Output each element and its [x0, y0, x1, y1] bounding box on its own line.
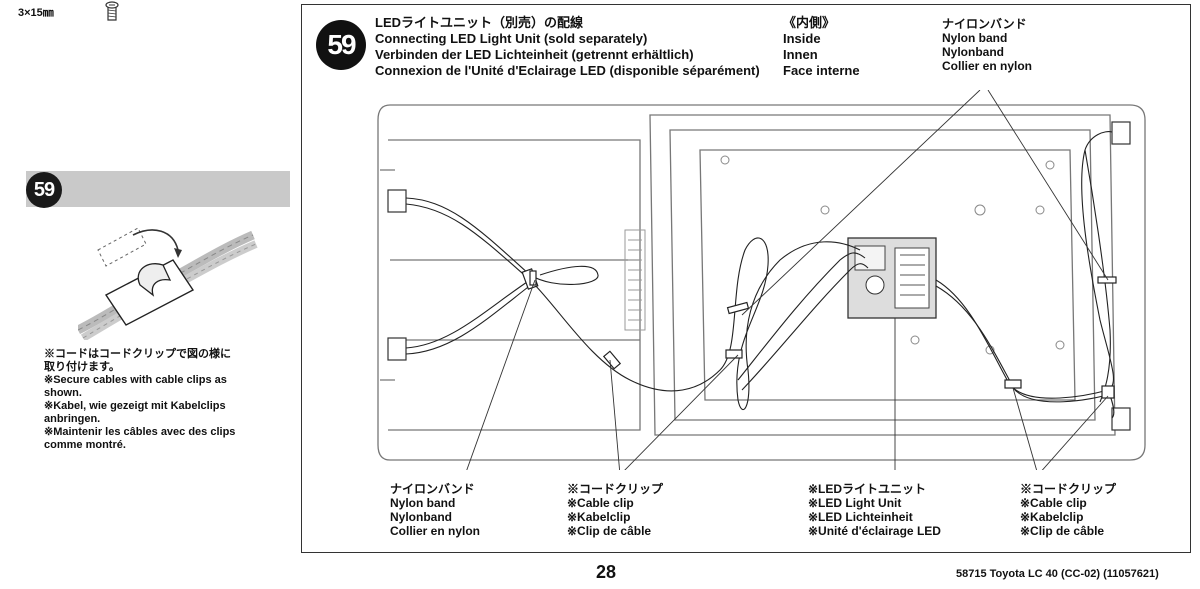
screw-size-label: 3×15㎜	[18, 7, 54, 19]
model-footer: 58715 Toyota LC 40 (CC-02) (11057621)	[956, 568, 1159, 580]
right-lamps	[1111, 121, 1131, 431]
led-unit-board	[847, 237, 937, 319]
inside-view-label: 《内側》 Inside Innen Face interne	[783, 15, 860, 78]
grille-slots	[624, 229, 646, 331]
step-number-badge-small: 59	[26, 172, 62, 208]
screw-icon	[105, 1, 119, 21]
cable-clip-label-right: ※コードクリップ ※Cable clip ※Kabelclip ※Clip de…	[1020, 482, 1117, 538]
body-shell	[377, 104, 1146, 461]
left-lamps	[387, 189, 407, 361]
step-title: LEDライトユニット（別売）の配線 Connecting LED Light U…	[375, 15, 760, 78]
wire-harness	[405, 131, 1115, 419]
leader-lines	[466, 90, 1109, 470]
step-number-badge: 59	[316, 20, 366, 70]
body-wiring-diagram	[377, 90, 1146, 470]
cable-clips	[521, 268, 1115, 399]
page-number: 28	[596, 562, 617, 582]
step-header-bar	[26, 171, 290, 207]
nylon-band-label-top: ナイロンバンド Nylon band Nylonband Collier en …	[942, 17, 1033, 73]
cable-clip-illustration	[78, 227, 258, 340]
cable-clip-label-left: ※コードクリップ ※Cable clip ※Kabelclip ※Clip de…	[567, 482, 664, 538]
step-frame	[301, 4, 1191, 553]
nylon-band-label-bottom: ナイロンバンド Nylon band Nylonband Collier en …	[390, 482, 481, 538]
nylon-bands	[529, 270, 1117, 315]
led-unit-label: ※LEDライトユニット ※LED Light Unit ※LED Lichtei…	[808, 482, 941, 538]
cable-clip-note: ※コードはコードクリップで図の様に 取り付けます。 ※Secure cables…	[44, 348, 236, 451]
